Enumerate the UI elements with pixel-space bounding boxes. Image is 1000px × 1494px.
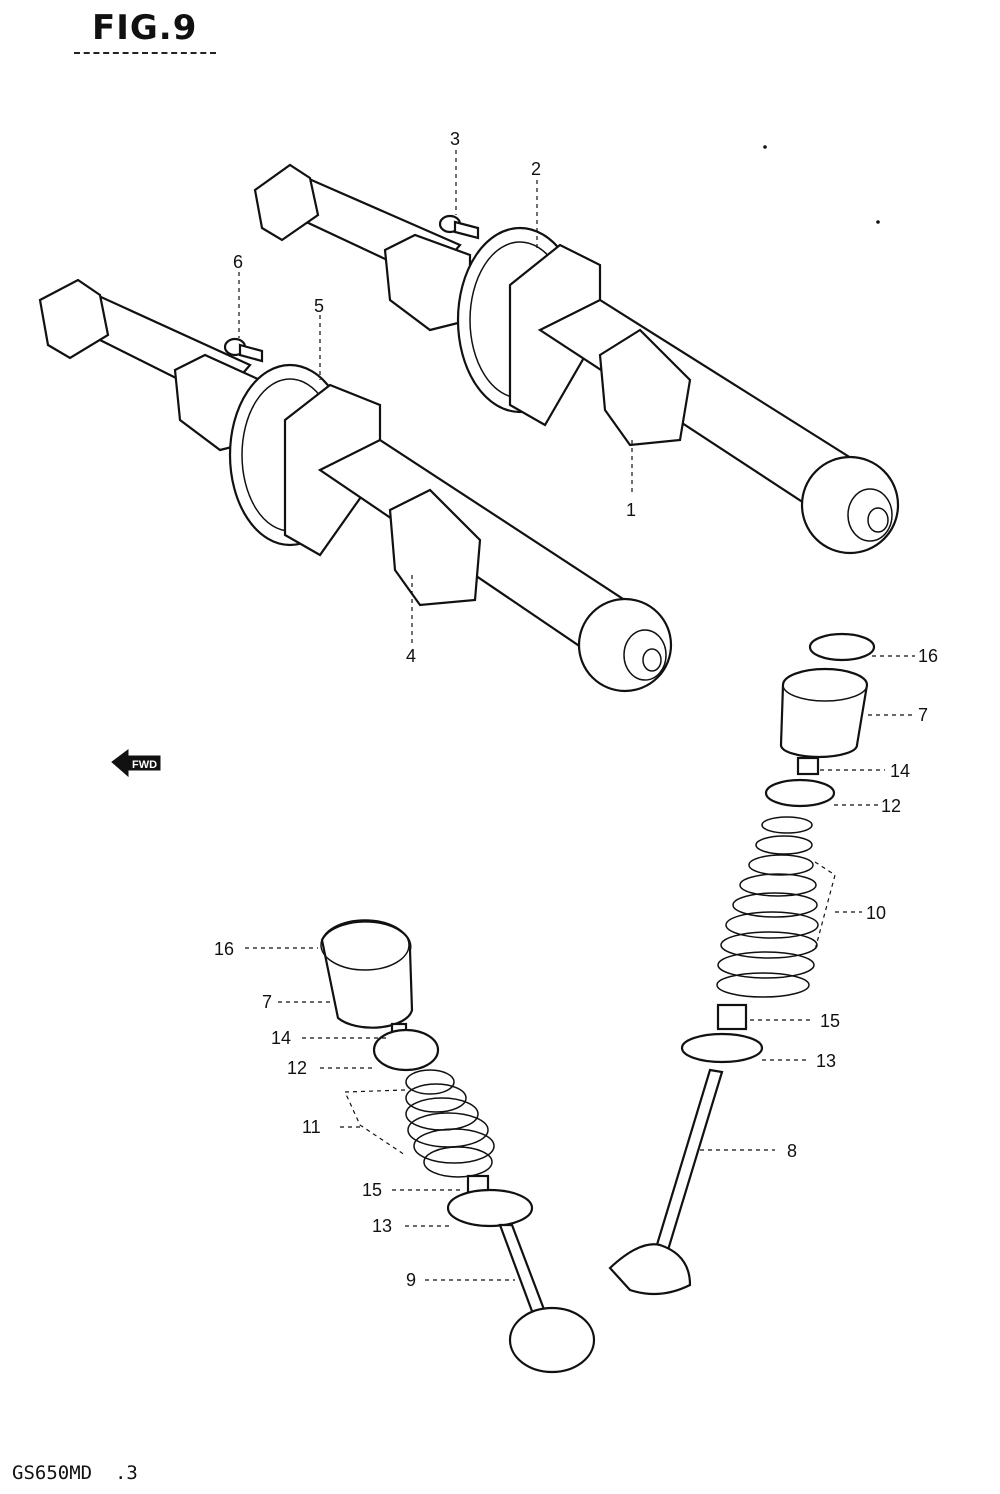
retainer-12-left [372,1028,440,1072]
forward-arrow-icon: FWD [111,749,161,778]
callout-8: 8 [787,1141,797,1161]
callout-14-right: 14 [890,761,910,781]
retainer-12-right [764,778,836,808]
valve-assembly-left [320,919,596,1374]
valve-stem-9 [498,1223,550,1324]
seal-15-right [716,1003,748,1031]
tappet-7-left [320,920,414,1029]
valve-head-9 [508,1306,596,1374]
tappet-7-right [779,667,869,759]
callout-12-right: 12 [881,796,901,816]
leader-lines [238,150,915,1281]
valve-springs-10 [716,816,819,998]
cotter-14-right [796,756,820,776]
seat-13-left [446,1188,534,1228]
valve-head-8 [608,1243,692,1296]
camshaft-upper-journal-left [253,163,320,242]
callout-15-right: 15 [820,1011,840,1031]
figure-title: FIG.9 [92,8,198,48]
callout-10: 10 [866,903,886,923]
callout-12-left: 12 [287,1058,307,1078]
callout-13-left: 13 [372,1216,392,1236]
camshaft-upper-lobe-2 [598,328,692,447]
callout-2: 2 [531,159,541,179]
callout-9: 9 [406,1270,416,1290]
callout-5: 5 [314,296,324,316]
shim-16-left [320,919,410,971]
callout-15-left: 15 [362,1180,382,1200]
valve-springs-11 [405,1069,495,1178]
callout-14-left: 14 [271,1028,291,1048]
forward-marker-text: FWD [132,759,157,771]
valve-stem-8 [654,1068,724,1252]
bolt-3 [438,214,480,240]
camshaft-upper [253,163,900,555]
bolt-6 [223,337,264,363]
callout-16-right: 16 [918,646,938,666]
seat-13-right [680,1032,764,1064]
callout-6: 6 [233,252,243,272]
callout-1: 1 [626,500,636,520]
model-code: GS650MD .3 [12,1462,138,1484]
callout-13-right: 13 [816,1051,836,1071]
callout-11: 11 [302,1117,321,1137]
callout-numbers: 1 2 3 4 5 6 7 7 8 9 10 11 12 12 13 13 14… [214,129,938,1290]
callout-16-left: 16 [214,939,234,959]
callout-3: 3 [450,129,460,149]
callout-7-right: 7 [918,705,928,725]
shim-16-right [808,632,876,662]
callout-7-left: 7 [262,992,272,1012]
valve-assembly-right [608,632,876,1296]
camshaft-lower-journal-left [38,278,110,360]
callout-4: 4 [406,646,416,666]
figure-title-underline [74,52,216,54]
